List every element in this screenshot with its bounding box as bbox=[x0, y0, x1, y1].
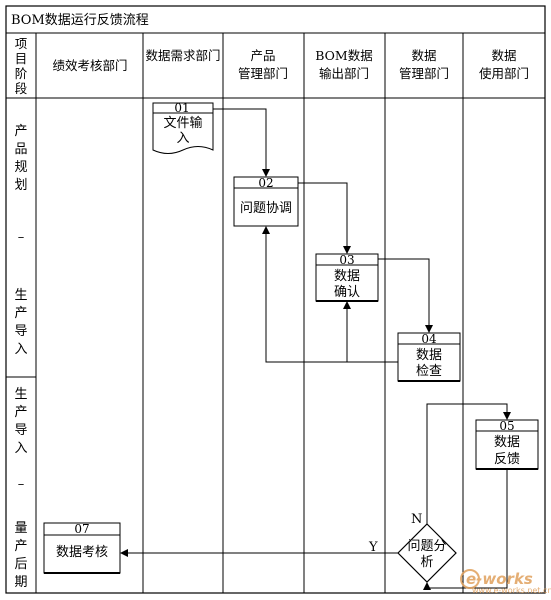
node-03-data-confirm: 03 数据 确认 bbox=[315, 253, 379, 302]
node-05-data-feedback: 05 数据 反馈 bbox=[475, 419, 539, 470]
svg-text:产: 产 bbox=[14, 306, 27, 321]
column-headers: 项 目 阶 段 绩效考核部门 数据需求部门 产品 管理部门 BOM数据 输出部门… bbox=[15, 36, 529, 96]
stage-header-4: 段 bbox=[15, 81, 28, 96]
node-07-data-assessment: 07 数据考核 bbox=[43, 522, 121, 574]
svg-text:入: 入 bbox=[14, 342, 27, 357]
header-product-dept-1: 产品 bbox=[250, 48, 275, 63]
node-01-number: 01 bbox=[174, 101, 189, 115]
stage-label-first: 产 品 规 划 – 生 产 导 入 bbox=[14, 124, 27, 357]
node-01-label-2: 入 bbox=[176, 131, 189, 146]
header-mgmt-dept-1: 数据 bbox=[411, 48, 436, 63]
watermark-brand: e-works bbox=[466, 570, 533, 588]
node-01-label-1: 文件输 bbox=[163, 115, 202, 131]
decision-label-1: 问题分 bbox=[407, 539, 446, 554]
node-02-label: 问题协调 bbox=[240, 201, 292, 216]
watermark-logo: e-works www.e-works.net.cn bbox=[460, 569, 551, 595]
svg-text:生: 生 bbox=[14, 288, 27, 303]
stage-header-2: 目 bbox=[15, 51, 28, 66]
decision-issue-analysis: 问题分 析 Y N bbox=[368, 512, 457, 583]
node-07-number: 07 bbox=[74, 522, 89, 536]
svg-text:量: 量 bbox=[14, 521, 27, 536]
svg-text:规: 规 bbox=[14, 160, 27, 175]
svg-text:产: 产 bbox=[14, 405, 27, 420]
svg-text:后: 后 bbox=[14, 557, 27, 572]
header-performance-dept: 绩效考核部门 bbox=[52, 58, 127, 73]
node-02-number: 02 bbox=[258, 176, 273, 190]
node-04-data-check: 04 数据 检查 bbox=[397, 332, 461, 382]
stage-header-3: 阶 bbox=[15, 66, 28, 81]
diagram-title: BOM数据运行反馈流程 bbox=[11, 13, 149, 28]
node-04-label-2: 检查 bbox=[416, 364, 442, 379]
header-use-dept-2: 使用部门 bbox=[479, 66, 529, 81]
node-03-number: 03 bbox=[339, 253, 354, 267]
decision-no-label: N bbox=[411, 512, 422, 527]
svg-text:导: 导 bbox=[14, 423, 27, 438]
svg-text:–: – bbox=[18, 230, 25, 245]
svg-text:生: 生 bbox=[14, 387, 27, 402]
node-05-label-1: 数据 bbox=[494, 435, 520, 450]
node-05-number: 05 bbox=[499, 419, 514, 433]
node-03-label-2: 确认 bbox=[334, 285, 360, 300]
node-01-file-input: 01 文件输 入 bbox=[152, 101, 214, 154]
swimlane-grid bbox=[5, 5, 546, 594]
node-07-label: 数据考核 bbox=[56, 545, 108, 560]
svg-text:产: 产 bbox=[14, 124, 27, 139]
svg-text:期: 期 bbox=[14, 575, 27, 590]
header-output-dept-2: 输出部门 bbox=[319, 66, 369, 81]
svg-text:划: 划 bbox=[14, 178, 27, 193]
stage-header-1: 项 bbox=[15, 36, 28, 51]
header-output-dept-1: BOM数据 bbox=[315, 48, 372, 63]
svg-text:品: 品 bbox=[14, 142, 27, 157]
node-03-label-1: 数据 bbox=[334, 269, 360, 284]
svg-text:–: – bbox=[18, 477, 25, 492]
header-mgmt-dept-2: 管理部门 bbox=[399, 66, 449, 81]
svg-text:导: 导 bbox=[14, 324, 27, 339]
decision-yes-label: Y bbox=[368, 540, 378, 555]
node-05-label-2: 反馈 bbox=[494, 452, 520, 467]
node-04-label-1: 数据 bbox=[416, 348, 442, 363]
header-product-dept-2: 管理部门 bbox=[238, 66, 288, 81]
svg-text:产: 产 bbox=[14, 539, 27, 554]
header-demand-dept: 数据需求部门 bbox=[145, 48, 220, 63]
svg-text:入: 入 bbox=[14, 441, 27, 456]
header-use-dept-1: 数据 bbox=[491, 48, 516, 63]
node-04-number: 04 bbox=[421, 332, 437, 346]
watermark-url: www.e-works.net.cn bbox=[472, 586, 551, 595]
decision-label-2: 析 bbox=[420, 555, 433, 570]
stage-label-second: 生 产 导 入 – 量 产 后 期 bbox=[14, 387, 27, 590]
node-02-issue-coordination: 02 问题协调 bbox=[233, 176, 299, 227]
